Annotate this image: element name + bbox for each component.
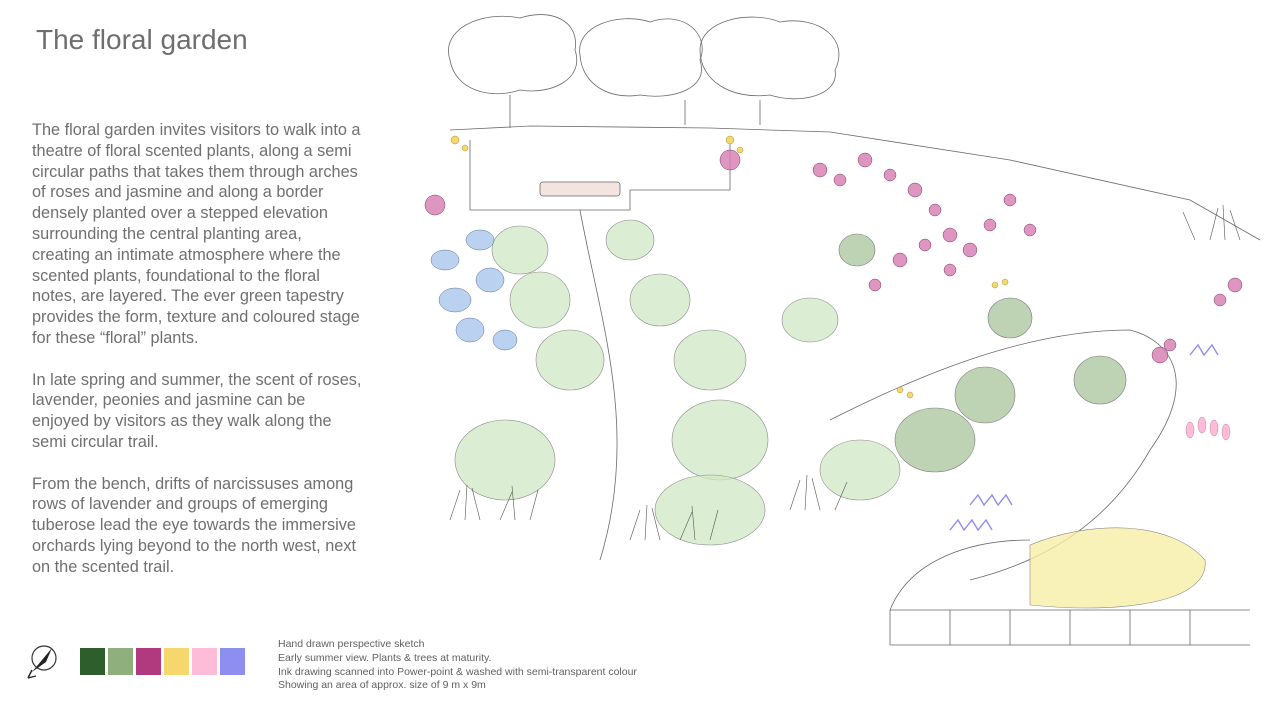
note-line: Early summer view. Plants & trees at mat… [278, 651, 492, 664]
paragraph-scent: In late spring and summer, the scent of … [32, 370, 362, 451]
note-line: Hand drawn perspective sketch [278, 638, 425, 650]
colour-legend [80, 648, 245, 675]
tree-canopy-3 [699, 16, 840, 100]
bench [539, 181, 621, 197]
swatch-dark-green [80, 648, 105, 675]
swatch-sage-green [108, 648, 133, 675]
north-arrow-icon [27, 645, 57, 679]
sketch-notes: Hand drawn perspective sketch Early summ… [278, 638, 637, 693]
paragraph-intro: The floral garden invites visitors to wa… [32, 121, 361, 347]
tree-canopy-1 [448, 14, 578, 95]
swatch-pink [192, 648, 217, 675]
note-line: Ink drawing scanned into Power-point & w… [278, 665, 637, 678]
swatch-magenta [136, 648, 161, 675]
swatch-lavender [220, 648, 245, 675]
note-line: Showing an area of approx. size of 9 m x… [278, 679, 486, 692]
paragraph-bench: From the bench, drifts of narcissuses am… [32, 474, 357, 576]
garden-perspective-sketch [424, 14, 1261, 646]
page-title: The floral garden [36, 24, 248, 55]
tree-canopy-2 [579, 18, 703, 97]
description: The floral garden invites visitors to wa… [32, 120, 362, 598]
swatch-yellow [164, 648, 189, 675]
